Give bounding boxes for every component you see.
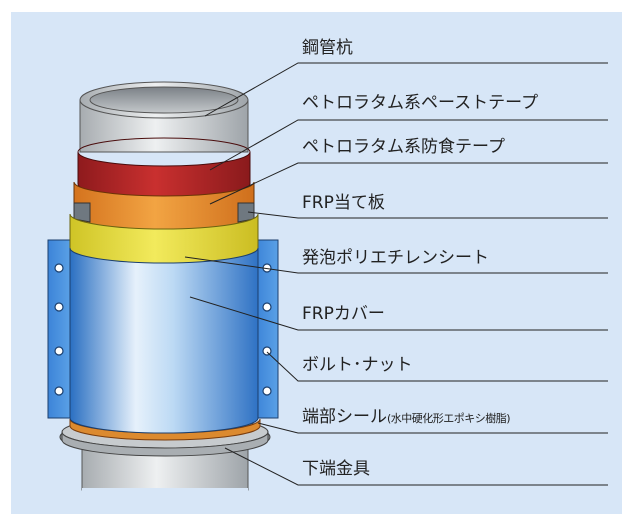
label-end-seal-main: 端部シール xyxy=(302,407,387,427)
bolt-icon xyxy=(54,346,64,356)
label-foam-sheet: 発泡ポリエチレンシート xyxy=(302,248,489,268)
bolt-nut-set xyxy=(54,263,272,396)
leader-line-end-seal xyxy=(257,422,608,434)
leader-line-corrosion-tape xyxy=(209,162,608,205)
label-steel-pipe-pile: 鋼管杭 xyxy=(302,38,353,58)
bolt-icon xyxy=(54,263,64,273)
label-corrosion-tape: ペトロラタム系防食テープ xyxy=(302,137,505,157)
leader-line-steel-pipe xyxy=(204,62,608,117)
bolt-icon xyxy=(262,302,272,312)
label-frp-plate: FRP当て板 xyxy=(302,193,385,213)
leader-line-bolt-nut xyxy=(266,351,608,382)
leader-line-foam-sheet xyxy=(184,256,608,274)
leader-line-paste-tape xyxy=(209,119,608,171)
bolt-icon xyxy=(262,386,272,396)
leader-line-bottom-fitting xyxy=(224,447,608,486)
label-bolt-nut: ボルト･ナット xyxy=(302,355,413,375)
leader-line-frp-plate xyxy=(247,211,608,219)
frp-cover-layer xyxy=(69,247,259,434)
bolt-icon xyxy=(54,302,64,312)
leader-lines xyxy=(184,62,608,486)
label-end-seal-note: (水中硬化形エポキシ樹脂) xyxy=(387,412,511,425)
bolt-icon xyxy=(54,386,64,396)
label-paste-tape: ペトロラタム系ペーストテープ xyxy=(302,93,539,113)
label-frp-cover: FRPカバー xyxy=(302,304,385,324)
steel-pipe-top xyxy=(79,81,249,153)
frp-plate-left xyxy=(73,202,91,223)
leader-line-frp-cover xyxy=(189,296,608,331)
bolt-icon xyxy=(262,346,272,356)
label-bottom-fitting: 下端金具 xyxy=(302,459,370,479)
label-end-seal: 端部シール(水中硬化形エポキシ樹脂) xyxy=(302,407,511,429)
